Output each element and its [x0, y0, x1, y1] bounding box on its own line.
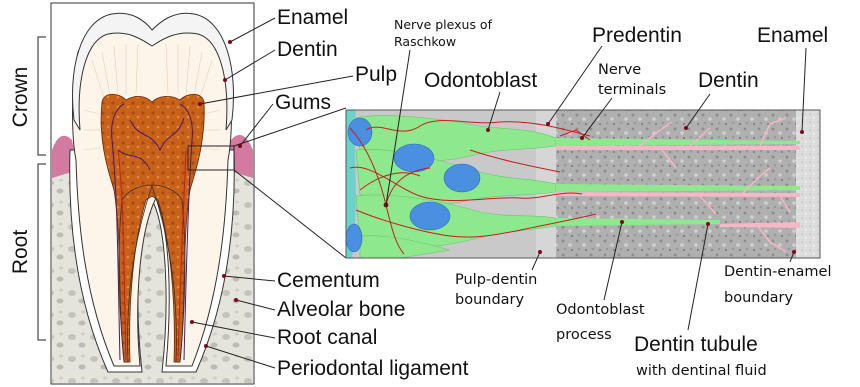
- enamel-detail-label: Enamel: [757, 24, 828, 47]
- odontoblast-process-label-2: process: [556, 327, 612, 343]
- pulp-dentin-label-1: Pulp-dentin: [455, 272, 537, 288]
- root-canal-label: Root canal: [277, 326, 377, 349]
- nerve-terminals-label-2: terminals: [598, 82, 666, 98]
- pulp-label: Pulp: [355, 63, 397, 86]
- enamel-strip: [796, 110, 820, 258]
- odontoblast-label: Odontoblast: [424, 69, 537, 92]
- predentin-label: Predentin: [592, 24, 682, 47]
- dentin-detail-label: Dentin: [698, 69, 759, 92]
- nerve-terminals-label-1: Nerve: [598, 62, 641, 78]
- nerve-plexus-label-1: Nerve plexus of: [394, 17, 493, 32]
- dentin-tubule-label: Dentin tubule: [634, 333, 758, 356]
- dentin-enamel-label-1: Dentin-enamel: [724, 264, 831, 280]
- root-bracket: Root: [9, 164, 46, 340]
- root-label: Root: [9, 230, 32, 275]
- enamel-label: Enamel: [277, 6, 348, 29]
- detail-panel: [346, 110, 820, 258]
- periodontal-ligament-label: Periodontal ligament: [277, 357, 469, 380]
- pulp-dentin-label-2: boundary: [455, 292, 525, 308]
- alveolar-bone-label: Alveolar bone: [277, 298, 405, 321]
- cementum-label: Cementum: [277, 269, 380, 292]
- gums-label: Gums: [275, 91, 331, 114]
- nerve-plexus-label-2: Raschkow: [394, 34, 456, 49]
- crown-bracket: Crown: [9, 37, 46, 155]
- odontoblast-process-label-1: Odontoblast: [556, 302, 645, 318]
- dentinal-fluid-label: with dentinal fluid: [636, 363, 767, 379]
- dentin-region: [556, 110, 796, 258]
- dentin-enamel-label-2: boundary: [724, 290, 794, 306]
- crown-label: Crown: [9, 67, 32, 128]
- dentin-label: Dentin: [277, 38, 338, 61]
